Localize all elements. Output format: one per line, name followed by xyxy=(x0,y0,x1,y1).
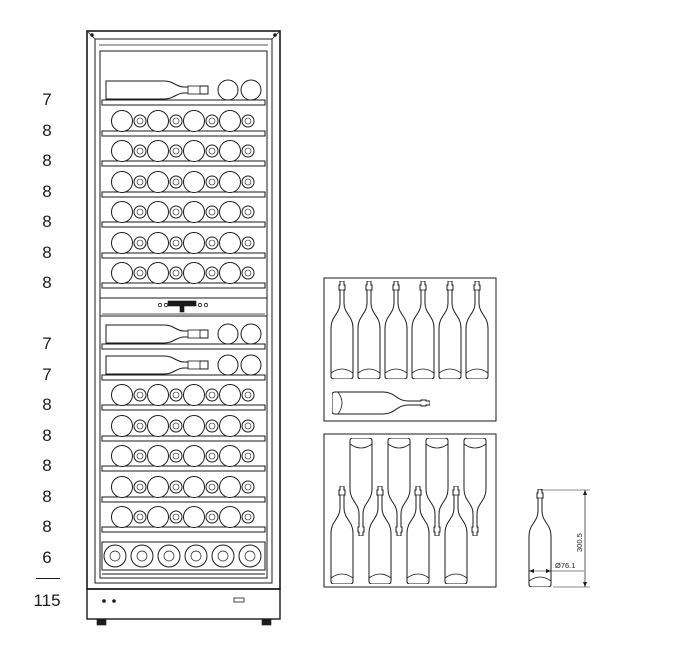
shelf-count: 8 xyxy=(42,212,52,231)
upright-layout-panel xyxy=(323,277,497,422)
control-panel xyxy=(99,297,268,317)
shelf-count: 8 xyxy=(42,456,52,475)
shelf xyxy=(101,415,266,442)
shelf-count: 8 xyxy=(42,151,52,170)
alternating-layout-panel xyxy=(323,433,497,588)
total-count: 115 xyxy=(33,591,61,610)
shelf-count: 8 xyxy=(42,517,52,536)
shelf-count: 8 xyxy=(42,243,52,262)
shelf-count: 6 xyxy=(42,548,52,567)
shelf-count: 8 xyxy=(42,426,52,445)
bottle-height-label: 300.5 xyxy=(575,533,584,552)
bottom-shelf xyxy=(101,541,266,575)
shelf-count: 8 xyxy=(42,487,52,506)
shelf-count: 8 xyxy=(42,182,52,201)
bottle-diameter-label: Ø76.1 xyxy=(555,561,575,570)
shelf xyxy=(101,476,266,503)
shelf xyxy=(101,262,266,289)
shelf xyxy=(101,110,266,137)
shelf xyxy=(101,445,266,472)
total-divider xyxy=(36,578,60,579)
shelf xyxy=(101,506,266,533)
shelf-count: 7 xyxy=(42,334,52,353)
shelf-count: 8 xyxy=(42,273,52,292)
shelf xyxy=(101,323,266,350)
bottle-dimension-drawing: 300.5 Ø76.1 xyxy=(528,489,590,588)
shelf-count: 7 xyxy=(42,90,52,109)
cabinet-base xyxy=(86,588,281,626)
shelf xyxy=(101,354,266,381)
shelf xyxy=(101,79,266,106)
shelf xyxy=(101,140,266,167)
shelf-count: 7 xyxy=(42,365,52,384)
shelf xyxy=(101,171,266,198)
shelf-count: 8 xyxy=(42,395,52,414)
shelf-count: 8 xyxy=(42,121,52,140)
shelf xyxy=(101,232,266,259)
shelf xyxy=(101,384,266,411)
shelf-stack xyxy=(101,79,266,575)
shelf xyxy=(101,201,266,228)
